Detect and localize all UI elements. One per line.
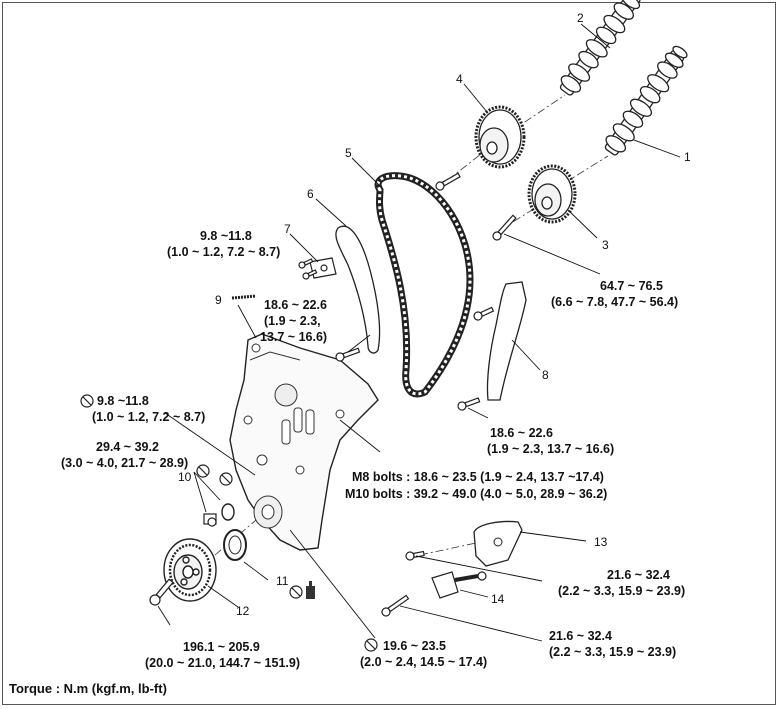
torque-cover-bolt-alt: (1.0 ~ 1.2, 7.2 ~ 8.7) [167, 245, 281, 259]
exhaust-cam-sprocket [527, 164, 577, 224]
part-number-6: 6 [307, 187, 314, 201]
torque-plug: 29.4 ~ 39.2 [96, 440, 159, 454]
spring-pin [231, 294, 257, 300]
part-number-3: 3 [602, 238, 609, 252]
part-number-13: 13 [594, 535, 608, 549]
part-number-11: 11 [276, 574, 289, 588]
auto-tensioner [431, 571, 487, 599]
no-reuse-icons [80, 394, 378, 652]
intake-cam-sprocket [474, 105, 526, 169]
tensioner-arm [486, 281, 527, 401]
torque-m10-bolts: M10 bolts : 39.2 ~ 49.0 (4.0 ~ 5.0, 28.9… [345, 487, 608, 501]
torque-pump-bolt-alt: (2.0 ~ 2.4, 14.5 ~ 17.4) [360, 655, 488, 669]
part-number-1: 1 [684, 150, 691, 164]
part-number-10: 10 [178, 470, 192, 484]
torque-tensioner-arm-bolt: 18.6 ~ 22.6 [490, 426, 553, 440]
part-number-9: 9 [215, 293, 222, 307]
crankshaft-pulley [163, 538, 217, 602]
torque-units-note: Torque : N.m (kgf.m, lb-ft) [9, 681, 167, 696]
part-number-8: 8 [542, 368, 549, 382]
chain-guide [335, 225, 381, 354]
torque-idler-bracket-alt: (2.2 ~ 3.3, 15.9 ~ 23.9) [558, 584, 686, 598]
torque-guide-bolt-alt2: 13.7 ~ 16.6) [260, 330, 328, 344]
part-number-14: 14 [491, 592, 505, 606]
leader-lines [157, 23, 681, 642]
torque-crank-bolt-alt: (20.0 ~ 21.0, 144.7 ~ 151.9) [145, 656, 300, 670]
part-number-5: 5 [345, 146, 352, 160]
torque-plug-alt: (3.0 ~ 4.0, 21.7 ~ 28.9) [61, 456, 189, 470]
part-number-7: 7 [284, 222, 291, 236]
torque-guide-bolt: 18.6 ~ 22.6 [264, 298, 327, 312]
torque-guide-bolt-alt1: (1.9 ~ 2.3, [264, 314, 321, 328]
torque-cover-bolt-left: 9.8 ~11.8 [97, 394, 149, 408]
torque-m8-bolts: M8 bolts : 18.6 ~ 23.5 (1.9 ~ 2.4, 13.7 … [352, 470, 604, 484]
timing-chain-cover [229, 333, 379, 551]
torque-cover-bolt: 9.8 ~11.8 [200, 229, 252, 243]
timing-chain [374, 172, 474, 398]
cover-detail [243, 343, 345, 529]
part-number-12: 12 [236, 604, 250, 618]
bolts [149, 172, 517, 617]
sealant-icon [306, 581, 315, 599]
torque-cover-bolt-left-alt: (1.0 ~ 1.2, 7.2 ~ 8.7) [92, 410, 206, 424]
intake-camshaft [559, 0, 641, 96]
torque-auto-tensioner: 21.6 ~ 32.4 [549, 629, 612, 643]
torque-auto-tensioner-alt: (2.2 ~ 3.3, 15.9 ~ 23.9) [549, 645, 677, 659]
chain-tensioner [309, 257, 337, 279]
torque-pump-bolt: 19.6 ~ 23.5 [383, 639, 446, 653]
torque-idler-bracket: 21.6 ~ 32.4 [607, 568, 670, 582]
torque-crank-bolt: 196.1 ~ 205.9 [183, 640, 260, 654]
part-number-4: 4 [456, 72, 463, 86]
part-number-2: 2 [577, 11, 584, 25]
o-ring [221, 503, 235, 521]
exhaust-camshaft [604, 45, 688, 156]
torque-sprocket-bolt-alt: (6.6 ~ 7.8, 47.7 ~ 56.4) [551, 295, 679, 309]
torque-tensioner-arm-bolt-alt: (1.9 ~ 2.3, 13.7 ~ 16.6) [487, 442, 615, 456]
torque-sprocket-bolt: 64.7 ~ 76.5 [600, 279, 663, 293]
